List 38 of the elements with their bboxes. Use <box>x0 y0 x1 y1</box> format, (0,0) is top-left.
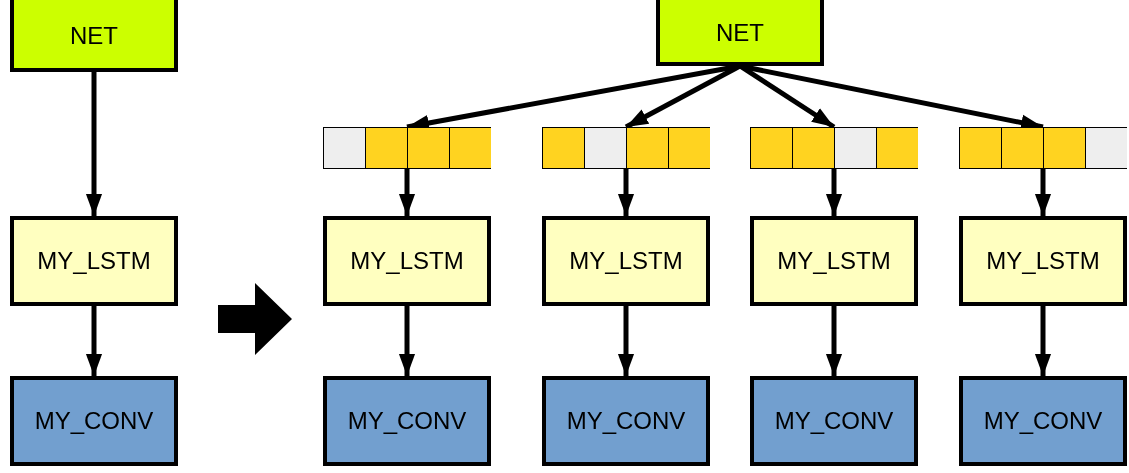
box-label: MY_CONV <box>566 407 686 435</box>
box-label: MY_LSTM <box>986 247 1100 275</box>
box-label: MY_CONV <box>347 407 467 435</box>
cell-strip <box>542 127 710 169</box>
process-box <box>10 216 178 306</box>
process-box <box>10 0 178 72</box>
process-box <box>656 0 824 66</box>
process-box <box>750 216 918 306</box>
arrow <box>825 306 843 376</box>
process-box <box>542 376 710 466</box>
process-box <box>959 216 1127 306</box>
arrow <box>398 306 416 376</box>
process-box <box>10 376 178 466</box>
process-box <box>542 216 710 306</box>
box-label: MY_LSTM <box>777 247 891 275</box>
arrow <box>617 306 635 376</box>
box-label: NET <box>70 22 118 50</box>
cell-strip <box>323 127 491 169</box>
arrow <box>85 72 103 216</box>
arrow <box>1034 169 1052 216</box>
arrow <box>85 306 103 376</box>
cell-strip <box>750 127 918 169</box>
box-label: MY_CONV <box>34 407 154 435</box>
process-box <box>750 376 918 466</box>
arrow <box>1034 306 1052 376</box>
box-label: MY_CONV <box>983 407 1103 435</box>
box-label: MY_LSTM <box>350 247 464 275</box>
arrow <box>617 169 635 216</box>
box-label: MY_LSTM <box>569 247 683 275</box>
arrow <box>398 169 416 216</box>
arrow <box>825 169 843 216</box>
box-label: NET <box>716 19 764 47</box>
box-label: MY_CONV <box>774 407 894 435</box>
process-box <box>959 376 1127 466</box>
box-label: MY_LSTM <box>37 247 151 275</box>
process-box <box>323 376 491 466</box>
process-box <box>323 216 491 306</box>
cell-strip <box>959 127 1127 169</box>
